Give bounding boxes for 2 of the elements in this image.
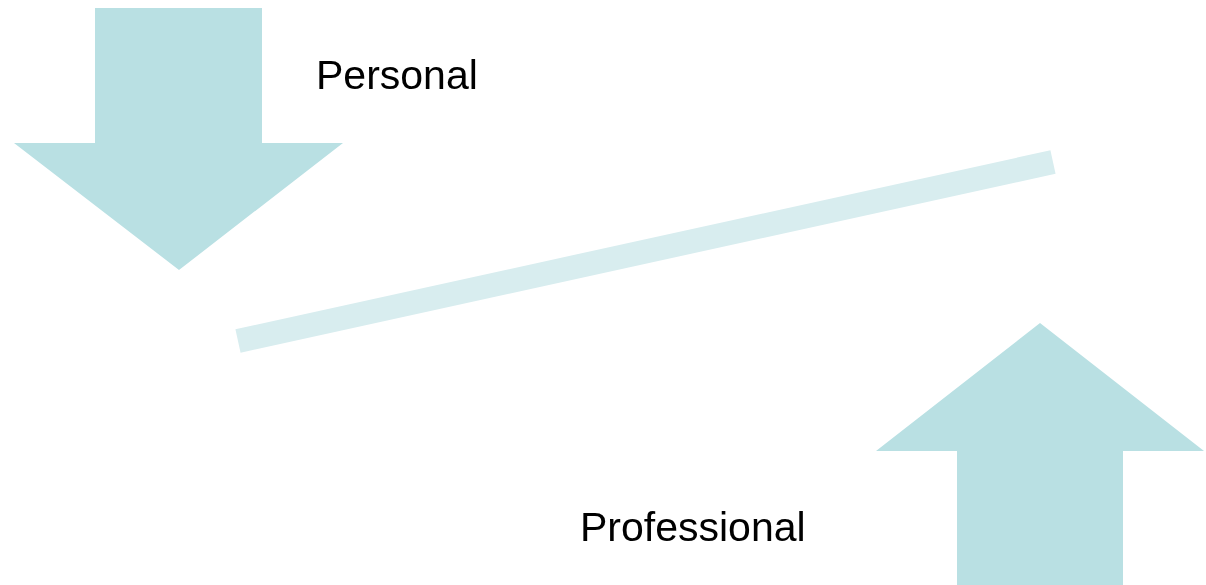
category-label: Personal [316,55,478,96]
category-label: Professional [580,507,806,548]
